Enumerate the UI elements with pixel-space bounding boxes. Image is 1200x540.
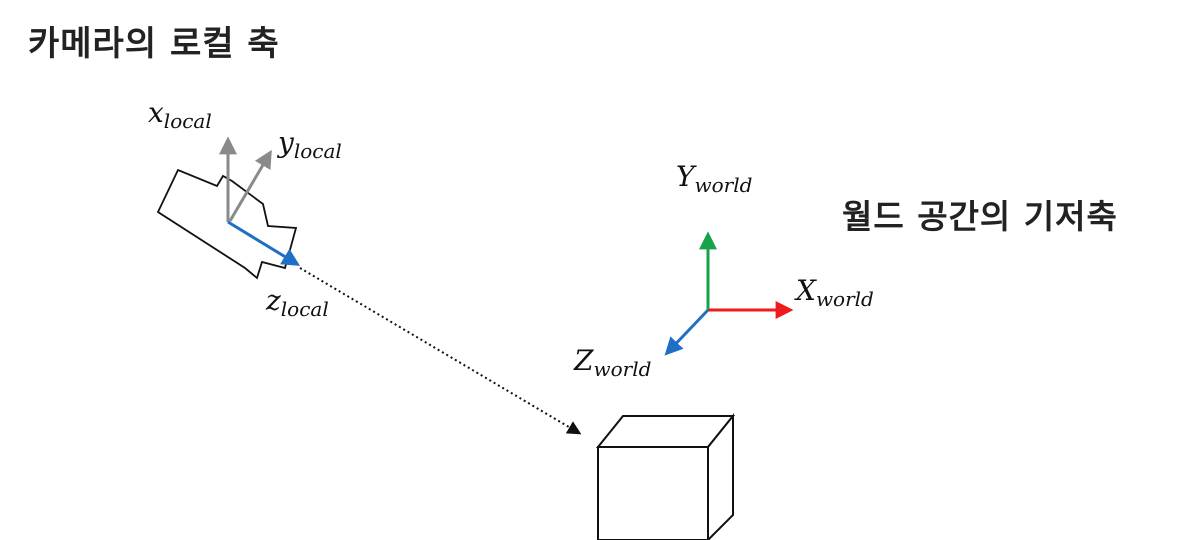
y-local-label: ylocal xyxy=(276,126,342,163)
y-local-label-base: y xyxy=(276,126,295,159)
z-world-label: Zworld xyxy=(573,344,651,381)
x-local-label-sub: local xyxy=(164,109,212,133)
world-basis-axes-title: 월드 공간의 기저축 xyxy=(842,197,1118,236)
x-world-label-base: X xyxy=(794,274,817,307)
x-local-label-base: x xyxy=(148,96,164,129)
world-z-axis-arrow xyxy=(664,308,710,356)
camera-body-shape xyxy=(156,168,298,280)
camera-z-local-axis-arrow xyxy=(227,220,301,266)
camera-view-direction-arrow xyxy=(299,267,582,435)
z-local-label: zlocal xyxy=(265,284,329,321)
camera-y-local-axis-arrow xyxy=(228,149,272,222)
x-local-label: xlocal xyxy=(148,96,212,133)
z-world-label-base: Z xyxy=(573,344,594,377)
y-world-label-base: Y xyxy=(676,160,697,193)
y-world-label-sub: world xyxy=(694,173,752,197)
z-local-label-base: z xyxy=(265,284,281,317)
cube-shape xyxy=(595,413,736,540)
camera-local-axes-title: 카메라의 로컬 축 xyxy=(28,24,280,64)
z-local-label-sub: local xyxy=(281,297,329,321)
x-world-label: Xworld xyxy=(794,274,874,311)
z-world-label-sub: world xyxy=(593,357,651,381)
y-local-label-sub: local xyxy=(294,139,342,163)
cube-front-face xyxy=(597,446,709,540)
x-world-label-sub: world xyxy=(816,287,874,311)
y-world-label: Yworld xyxy=(676,160,752,197)
